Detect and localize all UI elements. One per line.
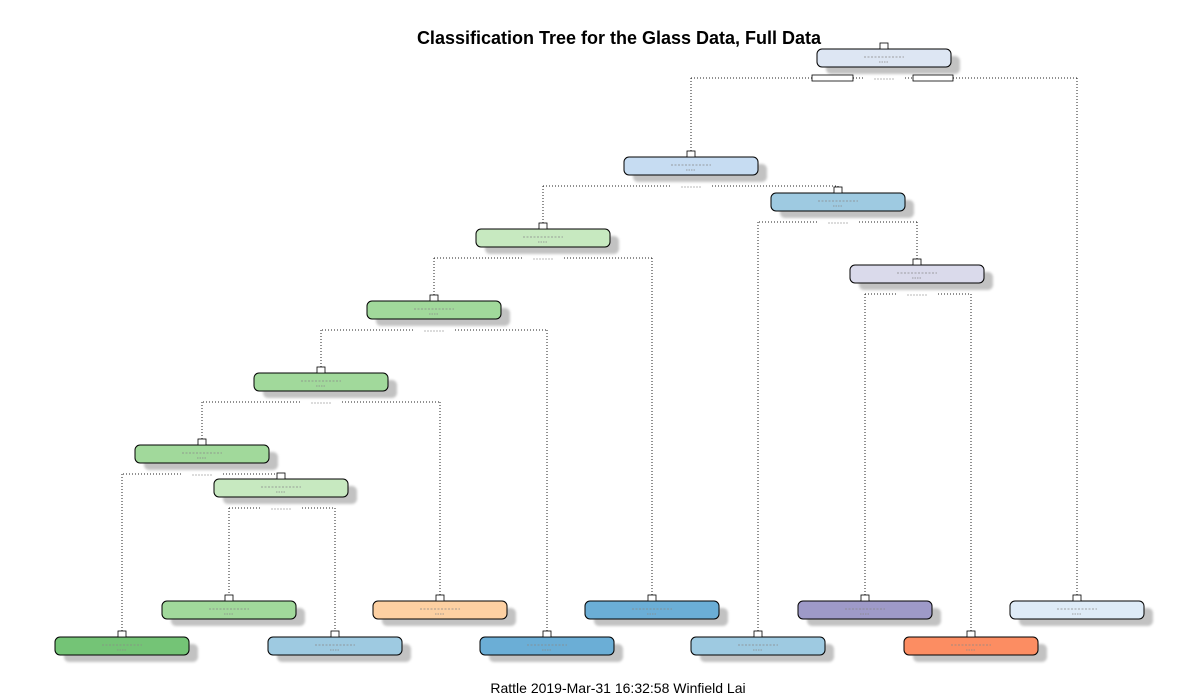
node-number-tab xyxy=(429,294,439,302)
node-number-tab xyxy=(833,186,843,194)
node-number-tab xyxy=(686,150,696,158)
tree-node-32 xyxy=(134,444,270,464)
no-branch-box xyxy=(912,74,954,82)
tree-node-23 xyxy=(903,636,1039,656)
node-shadows xyxy=(64,56,1153,662)
node-number-tab xyxy=(879,42,889,50)
node-number-tab xyxy=(860,594,870,602)
tree-node-8 xyxy=(366,300,502,320)
tree-node-130 xyxy=(161,600,297,620)
tree-node-3 xyxy=(1009,600,1145,620)
node-number-tab xyxy=(330,630,340,638)
node-number-tab xyxy=(1072,594,1082,602)
node-number-tab xyxy=(276,472,286,480)
node-number-tab xyxy=(966,630,976,638)
tree-node-5 xyxy=(770,192,906,212)
tree-node-22 xyxy=(797,600,933,620)
node-number-tab xyxy=(316,366,326,374)
node-number-tab xyxy=(753,630,763,638)
node-number-tab xyxy=(117,630,127,638)
chart-title: Classification Tree for the Glass Data, … xyxy=(416,28,822,48)
tree-node-10 xyxy=(690,636,826,656)
tree-nodes xyxy=(54,42,1145,656)
node-number-tab xyxy=(197,438,207,446)
chart-footer: Rattle 2019-Mar-31 16:32:58 Winfield Lai xyxy=(490,680,746,696)
tree-node-9 xyxy=(584,600,720,620)
tree-edges xyxy=(121,76,1078,631)
tree-node-65 xyxy=(213,478,349,498)
tree-node-33 xyxy=(372,600,508,620)
node-number-tab xyxy=(647,594,657,602)
tree-node-64 xyxy=(54,636,190,656)
tree-node-11 xyxy=(849,264,985,284)
tree-node-17 xyxy=(479,636,615,656)
tree-node-16 xyxy=(253,372,389,392)
node-number-tab xyxy=(435,594,445,602)
tree-node-1 xyxy=(816,48,952,68)
node-number-tab xyxy=(912,258,922,266)
node-number-tab xyxy=(542,630,552,638)
node-number-tab xyxy=(224,594,234,602)
node-number-tab xyxy=(538,222,548,230)
tree-node-4 xyxy=(475,228,611,248)
tree-node-2 xyxy=(623,156,759,176)
yes-branch-box xyxy=(811,74,854,82)
tree-node-131 xyxy=(267,636,403,656)
